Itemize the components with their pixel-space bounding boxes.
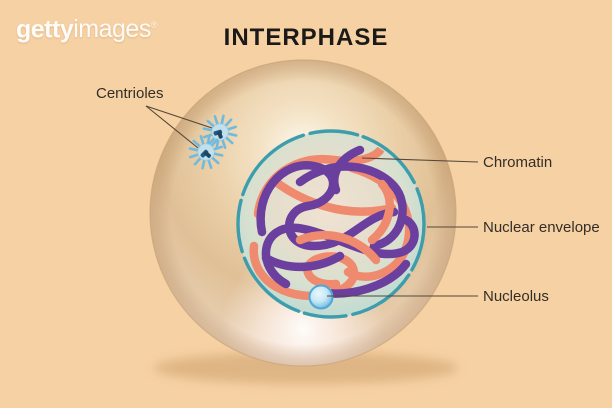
centrioles-leader-line-1 [145, 105, 213, 129]
watermark-brand-bold: getty [16, 15, 74, 44]
chromatin-leader-line [361, 157, 479, 163]
label-chromatin: Chromatin [483, 154, 553, 171]
nucleolus [308, 284, 334, 310]
label-centrioles: Centrioles [96, 85, 164, 102]
nuclear-envelope [236, 129, 426, 319]
chromatin-strands [249, 137, 419, 301]
gettyimages-watermark: gettyimages® [16, 10, 157, 44]
label-nucleolus: Nucleolus [483, 288, 549, 305]
registered-mark: ® [150, 20, 158, 30]
label-nuclear-envelope: Nuclear envelope [483, 219, 600, 236]
watermark-brand-light: images [73, 15, 151, 44]
centrioles-leader-line-2 [145, 105, 199, 149]
cell-shadow [154, 352, 458, 384]
leader-lines [145, 105, 479, 297]
page-title: INTERPHASE [223, 24, 389, 51]
